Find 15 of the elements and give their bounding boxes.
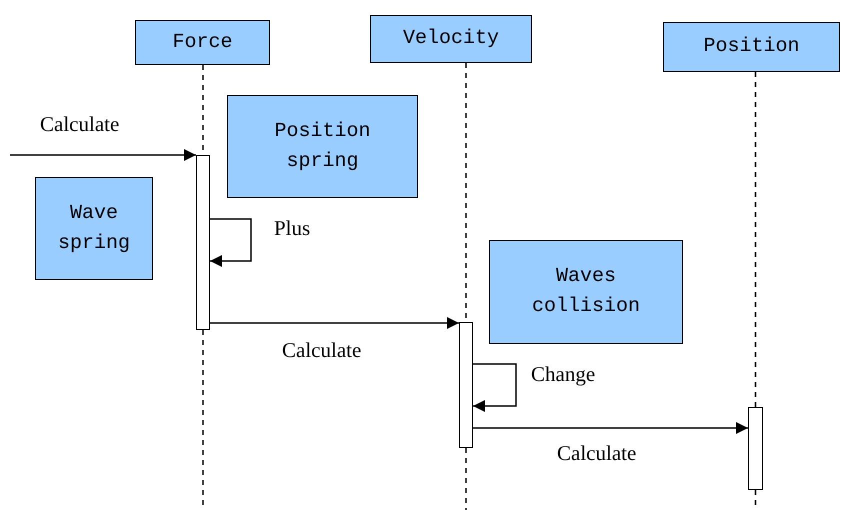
note-box: Waves collision (489, 240, 683, 344)
lifeline (754, 72, 756, 407)
arrow (10, 149, 196, 161)
activation-bar (748, 407, 763, 490)
arrow (210, 317, 459, 329)
self-message-arrow (473, 363, 517, 412)
participant-box: Position (663, 22, 840, 72)
participant-box: Velocity (370, 15, 532, 63)
self-message-arrow (210, 218, 252, 267)
activation-bar (196, 155, 210, 330)
activation-bar (459, 322, 473, 448)
participant-box: Force (135, 20, 270, 65)
arrow (473, 422, 748, 434)
note-box: Position spring (227, 95, 418, 198)
note-box: Wave spring (35, 177, 153, 280)
